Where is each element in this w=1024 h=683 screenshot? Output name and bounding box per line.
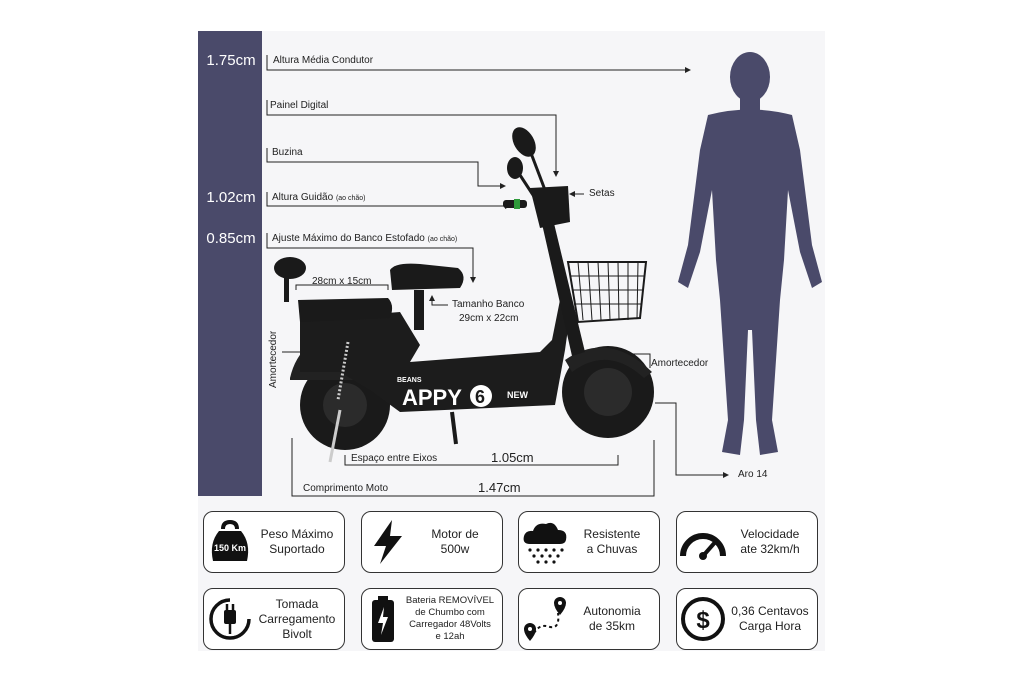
label-back-seat-size: 28cm x 15cm bbox=[312, 276, 372, 287]
height-ruler bbox=[198, 31, 262, 496]
label-setas: Setas bbox=[589, 188, 615, 199]
route-pin-icon bbox=[519, 595, 571, 643]
label-amortecedor-front: Amortecedor bbox=[651, 358, 709, 369]
dollar-coin-icon: $ bbox=[677, 596, 729, 642]
label-tamanho-banco: Tamanho Banco bbox=[452, 299, 525, 310]
value-comprimento: 1.47cm bbox=[478, 480, 521, 495]
label-painel: Painel Digital bbox=[270, 100, 329, 111]
value-eixos: 1.05cm bbox=[491, 450, 534, 465]
label-amortecedor-rear: Amortecedor bbox=[268, 330, 279, 388]
label-eixos: Espaço entre Eixos bbox=[351, 453, 438, 464]
svg-text:$: $ bbox=[696, 607, 710, 634]
lightning-icon bbox=[362, 518, 414, 566]
label-comprimento: Comprimento Moto bbox=[303, 483, 389, 494]
label-buzina: Buzina bbox=[272, 147, 303, 158]
human-silhouette bbox=[678, 52, 822, 455]
height-avg-value: 1.75cm bbox=[206, 52, 256, 69]
model-badge: APPY bbox=[402, 385, 462, 410]
handlebar-height-value: 1.02cm bbox=[206, 189, 256, 206]
speedometer-icon bbox=[677, 522, 729, 562]
plug-icon bbox=[204, 596, 256, 642]
weight-icon-text: 150 Km bbox=[214, 543, 246, 553]
label-tamanho-banco-size: 29cm x 22cm bbox=[459, 313, 519, 324]
battery-icon bbox=[362, 595, 404, 643]
label-ajuste-banco: Ajuste Máximo do Banco Estofado (ao chão… bbox=[272, 233, 458, 244]
label-altura-media: Altura Média Condutor bbox=[273, 55, 374, 66]
new-badge: NEW bbox=[507, 390, 529, 400]
brand-badge: BEANS bbox=[397, 377, 422, 384]
rain-cloud-icon bbox=[519, 518, 571, 566]
label-aro: Aro 14 bbox=[738, 469, 768, 480]
weight-icon: 150 Km bbox=[204, 519, 256, 565]
scooter-illustration bbox=[274, 127, 654, 463]
seat-height-value: 0.85cm bbox=[206, 230, 256, 247]
label-altura-guidao: Altura Guidão (ao chão) bbox=[272, 192, 366, 203]
number-badge: 6 bbox=[475, 387, 485, 407]
